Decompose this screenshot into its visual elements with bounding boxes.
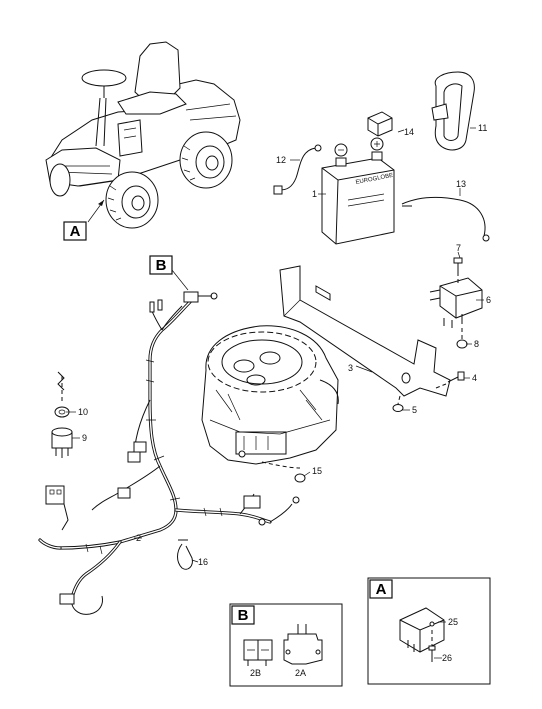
part-number-labels: 1 2 3 4 5 6 7 8 9 10 11 12 13 14 15 16 2… <box>78 123 491 678</box>
part-label-2a: 2A <box>295 668 306 678</box>
wiring-harness <box>38 291 300 615</box>
washer-5 <box>392 395 404 412</box>
bolt-4 <box>435 371 465 389</box>
cable-tie-16 <box>177 539 193 570</box>
engine <box>201 325 339 465</box>
part-label-26: 26 <box>442 653 452 663</box>
part-label-6: 6 <box>486 295 491 305</box>
starter-relay <box>429 277 483 328</box>
relay-25 <box>399 607 445 653</box>
fuse-holder <box>367 111 393 137</box>
part-label-3: 3 <box>348 363 353 373</box>
part-label-2: 2 <box>136 533 141 543</box>
part-label-9: 9 <box>82 433 87 443</box>
detail-a-panel-title: A <box>376 581 387 598</box>
part-label-15: 15 <box>312 466 322 476</box>
battery-strap <box>431 71 475 151</box>
bolt-26 <box>428 630 436 662</box>
part-label-14: 14 <box>404 127 414 137</box>
part-label-10: 10 <box>78 407 88 417</box>
negative-cable <box>273 144 322 195</box>
part-label-25: 25 <box>448 617 458 627</box>
nut-8 <box>456 328 468 349</box>
detail-a-marker: A <box>63 221 87 241</box>
positive-cable <box>401 196 490 242</box>
part-label-1: 1 <box>312 189 317 199</box>
part-label-2b: 2B <box>250 668 261 678</box>
fuse-2b <box>243 639 273 666</box>
fuse-holder-2a <box>283 624 323 665</box>
detail-b-marker: B <box>149 255 173 275</box>
part-label-7: 7 <box>456 243 461 253</box>
detail-b-marker-text: B <box>156 257 167 274</box>
riding-mower-illustration <box>45 41 241 229</box>
key-switch-assembly <box>51 371 73 458</box>
part-label-13: 13 <box>456 179 466 189</box>
bolt-7 <box>453 257 463 286</box>
detail-a-marker-text: A <box>70 223 81 240</box>
battery: EUROGLOBE <box>321 137 395 245</box>
part-label-4: 4 <box>472 373 477 383</box>
part-label-8: 8 <box>474 339 479 349</box>
grommet-15 <box>261 461 306 483</box>
mounting-bracket <box>279 265 451 397</box>
part-label-16: 16 <box>198 557 208 567</box>
part-label-5: 5 <box>412 405 417 415</box>
detail-a-panel: A <box>367 577 491 685</box>
part-label-11: 11 <box>478 123 487 133</box>
detail-b-panel-title: B <box>238 607 249 624</box>
detail-b-panel: B <box>229 603 343 687</box>
leader-lines <box>66 127 484 659</box>
part-label-12: 12 <box>276 155 286 165</box>
